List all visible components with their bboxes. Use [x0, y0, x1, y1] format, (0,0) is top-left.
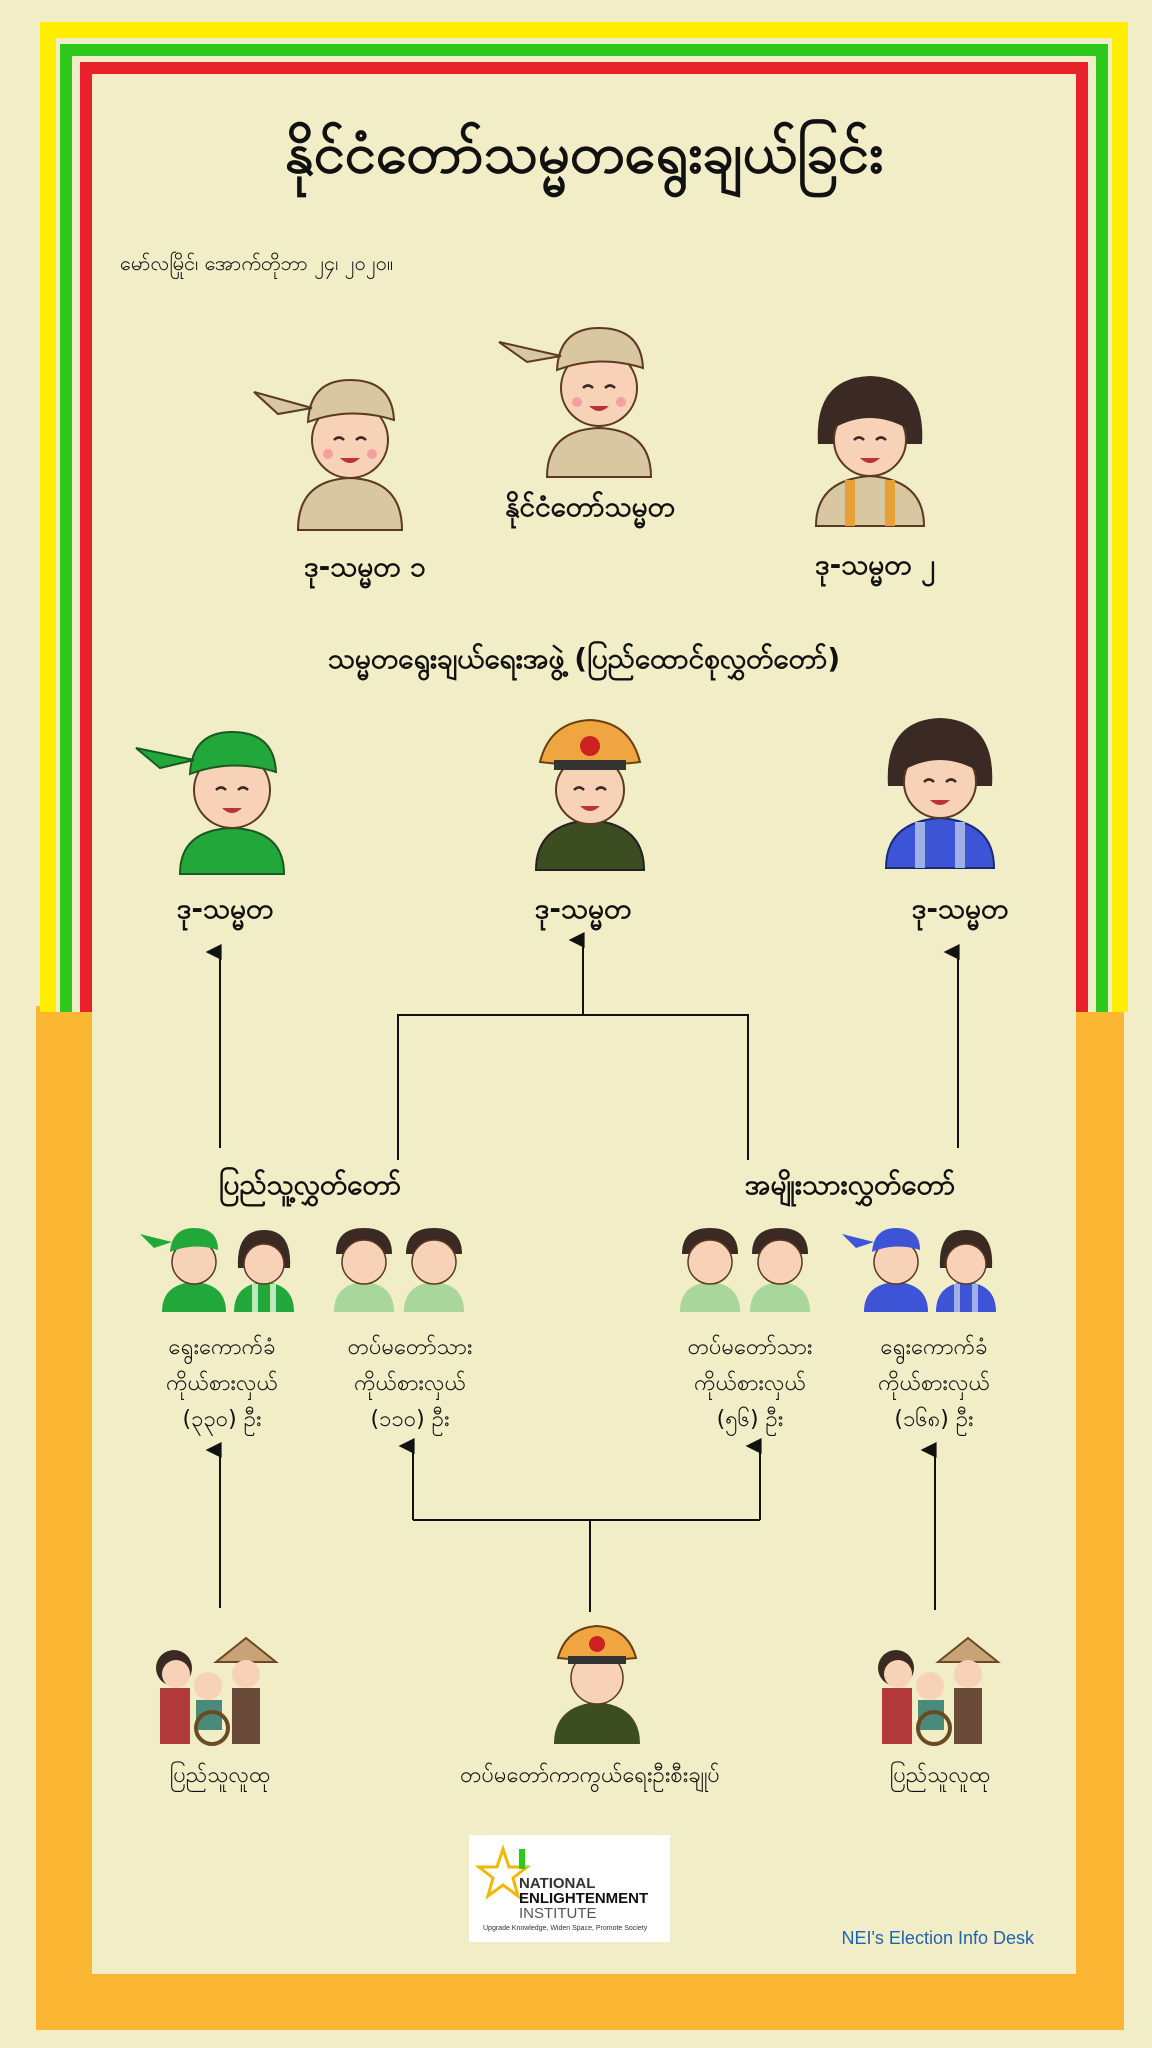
military-vp-figure-icon	[534, 718, 646, 871]
logo-line2: ENLIGHTENMENT	[519, 1890, 649, 1907]
rep-caption-lower-military: တပ်မတော်သား ကိုယ်စားလှယ် (၁၁၀) ဦး	[347, 1335, 473, 1432]
source-middle-label: တပ်မတော်ကာကွယ်ရေးဦးစီးချုပ်	[460, 1763, 720, 1788]
rep-caption-upper-elected: ရွေးကောက်ခံ ကိုယ်စားလှယ် (၁၆၈) ဦး	[878, 1335, 990, 1432]
vp1-label: ဒု-သမ္မတ ၁	[303, 550, 427, 583]
vp2-label: ဒု-သမ္မတ ၂	[814, 548, 936, 581]
president-label: နိုင်ငံတော်သမ္မတ	[505, 490, 675, 523]
vp-right-label: ဒု-သမ္မတ	[911, 892, 1009, 925]
military-reps-lower-icon	[334, 1228, 464, 1312]
college-title: သမ္မတရွေးချယ်ရေးအဖွဲ့ (ပြည်ထောင်စုလွှတ်တ…	[327, 642, 841, 675]
vp2-figure-icon	[814, 376, 926, 527]
elected-reps-blue-icon	[842, 1228, 996, 1312]
page-title: နိုင်ငံတော်သမ္မတရွေးချယ်ခြင်း	[284, 121, 884, 186]
blue-vp-figure-icon	[884, 718, 996, 869]
rep-caption-upper-military: တပ်မတော်သား ကိုယ်စားလှယ် (၅၆) ဦး	[687, 1335, 813, 1432]
upper-house-label: အမျိုးသားလွှတ်တော်	[744, 1168, 956, 1201]
source-left-label: ပြည်သူလူထု	[169, 1763, 271, 1788]
citizens-left-icon	[156, 1636, 279, 1746]
nei-logo: NATIONAL ENLIGHTENMENT INSTITUTE Upgrade…	[469, 1835, 670, 1942]
citizens-right-icon	[878, 1636, 1001, 1746]
source-right-label: ပြည်သူလူထု	[889, 1763, 991, 1788]
elected-reps-green-icon	[140, 1228, 294, 1312]
logo-line1: NATIONAL	[519, 1875, 596, 1892]
military-chief-icon	[554, 1624, 640, 1744]
logo-line3: INSTITUTE	[519, 1905, 597, 1922]
vp-middle-label: ဒု-သမ္မတ	[534, 892, 632, 925]
logo-tagline: Upgrade Knowledge, Widen Space, Promote …	[483, 1925, 648, 1932]
rep-caption-lower-elected: ရွေးကောက်ခံ ကိုယ်စားလှယ် (၃၃၀) ဦး	[166, 1335, 278, 1432]
vp1-figure-icon	[253, 378, 404, 531]
vp-left-label: ဒု-သမ္မတ	[176, 892, 274, 925]
military-reps-upper-icon	[680, 1228, 810, 1312]
dateline: မော်လမြိုင်၊ အောက်တိုဘာ ၂၄၊ ၂၀၂၀။	[120, 251, 393, 275]
green-vp-figure-icon	[135, 730, 286, 875]
star-logo-icon	[474, 1844, 532, 1900]
lower-house-label: ပြည်သူ့လွှတ်တော်	[218, 1168, 402, 1201]
president-figure-icon	[498, 326, 653, 478]
footer-credit: NEI's Election Info Desk	[841, 1928, 1034, 1948]
